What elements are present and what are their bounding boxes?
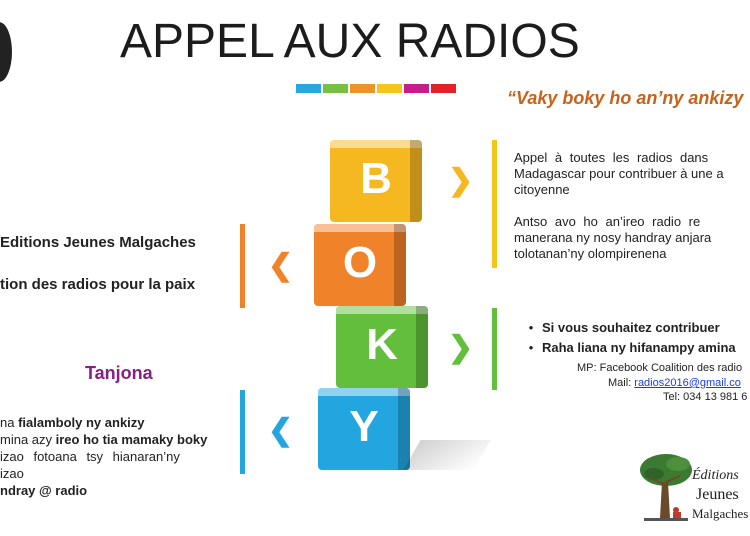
chevron-left-icon: ❮	[268, 414, 294, 447]
cube-y: Y	[318, 388, 410, 470]
cube-b: B	[330, 140, 422, 222]
paragraph-line: citoyenne	[514, 182, 570, 197]
chevron-right-icon: ❯	[448, 331, 474, 364]
goal-item: izao	[0, 465, 228, 482]
goal-item: mina azy ireo ho tia mamaky boky	[0, 431, 228, 448]
goal-item: izao fotoana tsy hianaran’ny	[0, 448, 228, 465]
goal-item: ndray @ radio	[0, 482, 228, 499]
bullet-marker: •	[528, 340, 534, 355]
goal-item: na fialamboly ny ankizy	[0, 414, 228, 431]
goal-bold: ireo ho tia mamaky boky	[55, 432, 208, 447]
goal-text: izao fotoana tsy hianaran’ny	[0, 449, 180, 464]
goal-bold: ndray @ radio	[0, 483, 88, 498]
bullet-marker: •	[528, 320, 534, 335]
cube-letter: Y	[349, 402, 379, 451]
paragraph-line: tolotanan’ny olompirenena	[514, 246, 667, 261]
edge-decoration	[0, 22, 12, 82]
color-stripe-segment	[350, 84, 375, 93]
color-stripe-segment	[323, 84, 348, 93]
paragraph-line: Appel à toutes les radios dans	[514, 150, 709, 165]
paragraph-line: Madagascar pour contribuer à une a	[514, 166, 724, 181]
goals-list: na fialamboly ny ankizy mina azy ireo ho…	[0, 414, 228, 499]
contact-tel: Tel: 034 13 981 6	[663, 391, 748, 403]
goal-text: izao	[0, 466, 24, 481]
color-stripe-segment	[296, 84, 321, 93]
contact-mp: MP: Facebook Coalition des radio	[577, 362, 743, 374]
chevron-left-icon: ❮	[268, 249, 294, 282]
bullet-list: • Si vous souhaitez contribuer • Raha lian…	[520, 318, 750, 358]
logo-line-1: Éditions	[692, 468, 739, 483]
logo-line-2: Jeunes	[696, 486, 739, 503]
left-heading-2: tion des radios pour la paix	[0, 276, 196, 293]
bullet-text: Raha liana ny hifanampy amina	[542, 340, 736, 355]
divider-orange	[240, 224, 245, 308]
right-paragraph-2: Antso avo ho an’ireo radio re manerana n…	[514, 214, 750, 262]
logo-line-3: Malgaches	[692, 506, 749, 521]
tree-icon	[640, 454, 692, 521]
cube-letter: O	[342, 238, 378, 287]
bullet-item: • Si vous souhaitez contribuer	[520, 318, 750, 338]
contact-mail-label: Mail:	[608, 377, 635, 389]
goal-text: na	[0, 415, 19, 430]
cube-shadow	[403, 440, 491, 470]
paragraph-line: Antso avo ho an’ireo radio re	[514, 214, 701, 229]
divider-blue	[240, 390, 245, 474]
publisher-logo: Éditions Jeunes Malgaches	[636, 448, 750, 530]
page-title: APPEL AUX RADIOS	[120, 15, 580, 68]
cube-k: K	[336, 306, 428, 388]
cube-o: O	[314, 224, 406, 306]
goal-bold: fialamboly ny ankizy	[18, 415, 145, 430]
divider-yellow	[492, 140, 497, 268]
color-stripe-segment	[377, 84, 402, 93]
contact-mail: Mail: radios2016@gmail.co	[608, 377, 741, 389]
bullet-text: Si vous souhaitez contribuer	[542, 320, 720, 335]
color-stripe-segment	[431, 84, 456, 93]
paragraph-line: manerana ny nosy handray anjara	[514, 230, 712, 245]
chevron-right-icon: ❯	[448, 164, 474, 197]
divider-green	[492, 308, 497, 390]
right-paragraph-1: Appel à toutes les radios dans Madagasca…	[514, 150, 750, 198]
tanjona-heading: Tanjona	[85, 363, 153, 383]
left-heading-1: Editions Jeunes Malgaches	[0, 234, 196, 251]
bullet-item: • Raha liana ny hifanampy amina	[520, 338, 750, 358]
cube-letter: B	[360, 154, 392, 203]
color-stripe	[296, 84, 456, 93]
color-stripe-segment	[404, 84, 429, 93]
goal-text: mina azy	[0, 432, 56, 447]
cube-letter: K	[366, 320, 398, 369]
slogan: “Vaky boky ho an’ny ankizy	[507, 88, 744, 108]
email-link[interactable]: radios2016@gmail.co	[634, 377, 741, 389]
